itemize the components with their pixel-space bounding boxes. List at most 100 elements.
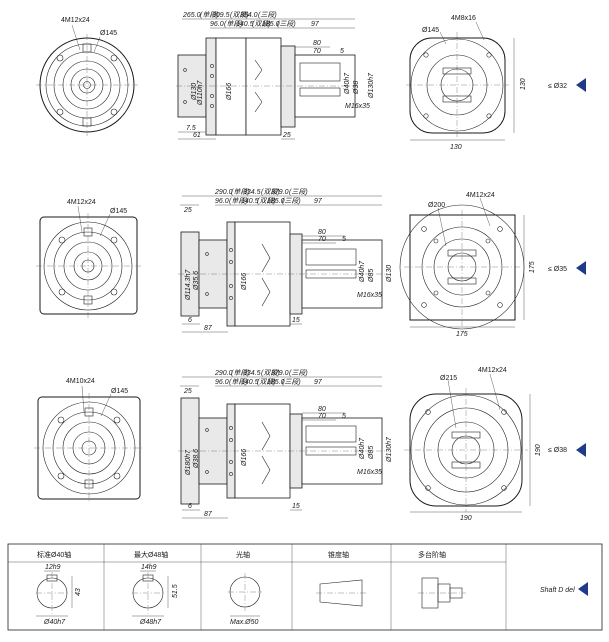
front-right-height: 190 — [535, 444, 542, 456]
shaft-option-title-smooth: 光轴 — [236, 550, 250, 559]
total-length-alt1-suffix: (双段) — [261, 369, 280, 377]
shaft-options-table: 标准Ø40轴 最大Ø48轴 光轴 锥度轴 多台阶轴 12h9 43 Ø40h7 — [7, 543, 603, 631]
total-length-alt1: 334.5 — [243, 189, 261, 196]
spigot-diameter: Ø180h7 — [185, 449, 192, 476]
tap-thread: M16x35 — [357, 292, 382, 299]
flange-diameter-2: Ø38.6 — [193, 449, 200, 469]
body-length-alt2-suffix: (三段) — [277, 20, 296, 28]
key-width: Ø40h7 — [359, 260, 366, 283]
body-length-alt1: 140.5 — [241, 198, 259, 205]
key-length-c: 5 — [342, 413, 346, 420]
flange-diameter-1: Ø166 — [241, 449, 248, 467]
left-dim-2: 87 — [204, 511, 213, 518]
key-length-c: 5 — [342, 236, 346, 243]
spigot-diameter: Ø110h7 — [197, 80, 204, 106]
total-length: 265.0 — [182, 12, 201, 19]
front-right-pcd-label: Ø215 — [440, 375, 457, 382]
shaft-option-smooth-drawing: Max.Ø50 — [228, 573, 262, 626]
shaft-option-title-max: 最大Ø48轴 — [134, 550, 168, 559]
total-length-alt2-suffix: (三段) — [258, 11, 277, 19]
shaft-option-title-standard: 标准Ø40轴 — [37, 550, 71, 559]
shaft-diameter: Ø130 — [386, 265, 393, 283]
total-length-alt1-suffix: (双段) — [230, 11, 249, 19]
shoulder-length: 25 — [282, 132, 291, 139]
key-length-b: 70 — [318, 413, 326, 420]
flange-diameter-2: Ø35.6 — [193, 271, 200, 291]
total-length-suffix: (单段) — [200, 11, 219, 19]
front-view-right: Ø200 4M12x24 175 175 — [399, 192, 536, 338]
shaft-detail-pointer-icon — [578, 582, 588, 596]
shaft-max-diameter: Ø48h7 — [139, 619, 162, 626]
key-length-c: 5 — [340, 48, 344, 55]
front-view-left: 4M12x24 Ø145 — [36, 17, 138, 136]
shaft-length: 97 — [314, 379, 323, 386]
flange-diameter-2: Ø130 — [191, 83, 198, 101]
shaft-option-taper-drawing — [316, 579, 366, 607]
shaft-diameter: Ø130h7 — [386, 436, 393, 463]
body-length: 96.0 — [215, 379, 229, 386]
front-view-left: 4M10x24 Ø145 — [34, 378, 144, 503]
diagram-row-1: 4M12x24 Ø145 — [36, 11, 586, 151]
body-length-alt2-suffix: (三段) — [282, 197, 301, 205]
shaft-option-stepped-drawing — [418, 577, 466, 609]
left-dim-0: 6 — [188, 317, 192, 324]
tap-thread: M16x35 — [345, 103, 370, 110]
body-length-suffix: (单段) — [229, 378, 248, 386]
front-right-holes-label: 4M12x24 — [478, 367, 507, 374]
shoulder-length: 25 — [183, 207, 192, 214]
front-view-right: Ø215 4M12x24 190 190 — [404, 367, 542, 522]
shaft-length: 97 — [311, 21, 320, 28]
flange-diameter-1: Ø166 — [226, 83, 233, 101]
front-right-holes-label: 4M8x16 — [451, 15, 476, 22]
front-left-holes-label: 4M12x24 — [61, 17, 90, 24]
body-length-alt2: 185.0 — [267, 379, 285, 386]
front-view-left: 4M12x24 Ø145 — [36, 199, 141, 318]
front-left-pcd-label: Ø145 — [110, 208, 127, 215]
total-length-suffix: (单段) — [231, 188, 250, 196]
body-length-alt1: 140.5 — [236, 21, 254, 28]
key-width-2: Ø85 — [368, 446, 375, 460]
front-view-right: Ø145 4M8x16 130 130 — [406, 15, 527, 151]
left-dim-1: 15 — [292, 503, 300, 510]
shaft-standard-key-height: 43 — [75, 588, 82, 596]
key-width-2: Ø85 — [368, 269, 375, 283]
side-view: 265.0 (单段) 309.5 (双段) 354.0 (三段) 96.0 (单… — [176, 11, 375, 140]
total-length-alt2: 379.0 — [271, 189, 289, 196]
total-length: 290.0 — [214, 189, 233, 196]
shaft-detail-label: Shaft D del — [540, 587, 575, 594]
body-length-alt2-suffix: (三段) — [282, 378, 301, 386]
key-length-a: 80 — [313, 40, 321, 47]
shaft-size-label-row-1: ≤ Ø32 — [548, 83, 567, 90]
body-length: 96.0 — [210, 21, 224, 28]
total-length-alt2: 354.0 — [240, 12, 258, 19]
key-length-b: 70 — [313, 48, 321, 55]
shaft-length: 97 — [314, 198, 323, 205]
left-dim-2: 61 — [193, 132, 201, 139]
row-2-pointer-icon — [576, 261, 586, 275]
diagram-row-2: 4M12x24 Ø145 — [36, 188, 586, 338]
shaft-size-label-row-3: ≤ Ø38 — [548, 447, 567, 454]
row-1-pointer-icon — [576, 78, 586, 92]
shaft-diameter: Ø130h7 — [368, 72, 375, 99]
left-dim-2: 87 — [204, 325, 213, 332]
front-right-height: 130 — [520, 78, 527, 90]
shaft-option-max-drawing: 14h9 51.5 Ø48h7 — [132, 564, 179, 626]
total-length-alt1: 334.5 — [243, 370, 261, 377]
total-length-alt2-suffix: (三段) — [289, 188, 308, 196]
front-right-pcd-label: Ø200 — [428, 202, 445, 209]
total-length-suffix: (单段) — [231, 369, 250, 377]
shaft-standard-key-width: 12h9 — [45, 564, 61, 571]
body-length-suffix: (单段) — [229, 197, 248, 205]
row-3-pointer-icon — [576, 443, 586, 457]
body-length-alt1-suffix: (双段) — [257, 378, 276, 386]
total-length-alt1: 309.5 — [212, 12, 230, 19]
shoulder-length: 25 — [183, 388, 192, 395]
key-length-a: 80 — [318, 406, 326, 413]
shaft-option-title-stepped: 多台阶轴 — [418, 550, 446, 559]
total-length-alt2: 379.0 — [271, 370, 289, 377]
key-length-b: 70 — [318, 236, 326, 243]
left-dim-0: 6 — [188, 503, 192, 510]
body-length-alt1: 140.5 — [241, 379, 259, 386]
